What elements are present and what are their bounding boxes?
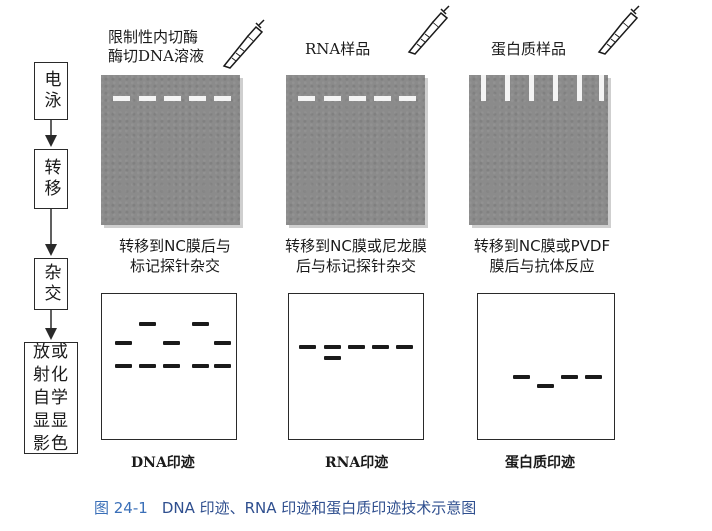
- step-electrophoresis: 电泳: [34, 62, 68, 120]
- step-detection-label: 放或 射化 自学 显显 影色: [33, 341, 69, 454]
- protein-blot-name: 蛋白质印迹: [505, 455, 575, 471]
- step-transfer: 转移: [34, 149, 68, 209]
- protein-membrane: [477, 293, 615, 440]
- dna-membrane: [101, 293, 237, 440]
- figure-caption-text: DNA 印迹、RNA 印迹和蛋白质印迹技术示意图: [161, 499, 477, 517]
- protein-transfer-text: 转移到NC膜或PVDF 膜后与抗体反应: [473, 237, 611, 275]
- pipette-icon: [407, 5, 450, 55]
- step-hybridization-label: 杂交: [40, 263, 61, 305]
- rna-membrane: [288, 293, 424, 440]
- protein-gel: [469, 75, 608, 225]
- dna-gel: [101, 75, 240, 225]
- step-hybridization: 杂交: [34, 258, 68, 310]
- rna-sample-label: RNA样品: [305, 40, 371, 58]
- rna-transfer-text: 转移到NC膜或尼龙膜 后与标记探针杂交: [285, 237, 427, 275]
- rna-blot-name: RNA印迹: [325, 455, 389, 471]
- step-detection: 放或 射化 自学 显显 影色: [24, 342, 78, 454]
- figure-number: 图 24-1: [94, 499, 148, 517]
- figure-caption: 图 24-1 DNA 印迹、RNA 印迹和蛋白质印迹技术示意图: [94, 497, 476, 518]
- dna-blot-name: DNA印迹: [131, 455, 195, 471]
- dna-transfer-text: 转移到NC膜后与 标记探针杂交: [119, 237, 231, 275]
- protein-sample-label: 蛋白质样品: [491, 40, 567, 58]
- step-electrophoresis-label: 电泳: [40, 70, 61, 112]
- pipette-icon: [222, 19, 265, 69]
- dna-sample-label: 限制性内切酶 酶切DNA溶液: [108, 28, 204, 65]
- step-transfer-label: 转移: [40, 158, 61, 200]
- pipette-icon: [597, 5, 640, 55]
- rna-gel: [286, 75, 425, 225]
